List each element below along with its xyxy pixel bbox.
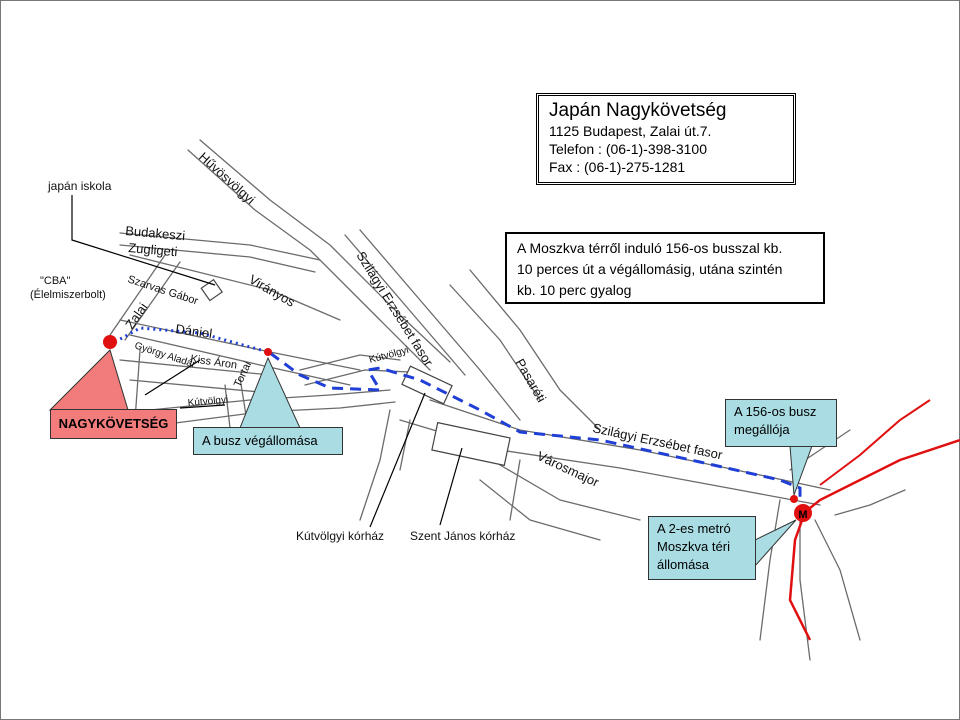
route-line-3: kb. 10 perc gyalog	[517, 282, 632, 298]
szent-janos-hospital-building	[431, 421, 511, 467]
bus-stop-line-1: A 156-os busz	[734, 404, 817, 419]
street-pasareti: Pasaréti	[512, 356, 549, 405]
street-daniel: Dániel	[175, 321, 214, 341]
street-network	[109, 139, 906, 661]
metro-line-branch	[819, 399, 931, 486]
embassy-info-box: Japán Nagykövetség 1125 Budapest, Zalai …	[536, 93, 796, 185]
kutvolgyi-hospital-label: Kútvölgyi kórház	[296, 529, 384, 543]
route-info-box: A Moszkva térről induló 156-os busszal k…	[505, 232, 825, 304]
street-zugligeti: Zugligeti	[128, 240, 178, 259]
street-kutvolgyi-upper: Kútvölgyi	[368, 345, 410, 366]
route-line-2: 10 perces út a végállomásig, utána szint…	[517, 261, 783, 277]
embassy-callout-wedge	[48, 349, 129, 411]
street-viranyos: Virányos	[247, 272, 299, 310]
embassy-address: 1125 Budapest, Zalai út.7.	[549, 123, 712, 139]
route-line-1: A Moszkva térről induló 156-os busszal k…	[517, 240, 783, 256]
cba-label: "CBA"	[40, 275, 71, 287]
japanese-school-label: japán iskola	[47, 179, 112, 193]
bus-terminus-text: A busz végállomása	[202, 433, 318, 448]
embassy-name: Japán Nagykövetség	[549, 100, 727, 121]
street-budakeszi: Budakeszi	[125, 223, 186, 243]
pointer-lines	[71, 195, 463, 528]
metro-line-2	[788, 438, 960, 641]
embassy-fax: Fax : (06-1)-275-1281	[549, 159, 686, 175]
bus-stop-line-2: megállója	[734, 422, 790, 437]
street-zalai: Zalai	[122, 300, 151, 332]
embassy-phone: Telefon : (06-1)-398-3100	[549, 141, 707, 157]
street-gyorgy-aladar: György Aladár	[133, 340, 197, 370]
japanese-school-building	[200, 278, 223, 302]
street-huvosvolgyi: Hűvösvölgyi	[196, 149, 258, 207]
street-kiss-aron: Kiss Áron	[190, 352, 238, 371]
metro-line-2-text: Moszkva téri	[657, 539, 730, 554]
metro-station-icon	[794, 504, 812, 522]
metro-symbol: M	[798, 509, 807, 521]
bus-terminus-marker-icon	[264, 348, 272, 356]
cba-sub-label: (Élelmiszerbolt)	[30, 288, 106, 301]
bus-156-route	[269, 351, 802, 498]
bus-terminus-callout: A busz végállomása	[193, 427, 343, 455]
metro-line-1-text: A 2-es metró	[657, 521, 731, 536]
embassy-marker-icon	[103, 335, 117, 349]
bus-stop-callout: A 156-os busz megállója	[725, 399, 837, 447]
street-varosmajor: Városmajor	[535, 448, 602, 490]
metro-callout: A 2-es metró Moszkva téri állomása	[648, 516, 756, 580]
embassy-callout: NAGYKÖVETSÉG	[50, 409, 177, 439]
szent-janos-hospital-label: Szent János kórház	[410, 529, 515, 543]
bus-stop-marker-icon	[790, 495, 798, 503]
street-kutvolgyi-lower: Kútvölgyi	[187, 394, 228, 408]
metro-line-3-text: állomása	[657, 557, 710, 572]
